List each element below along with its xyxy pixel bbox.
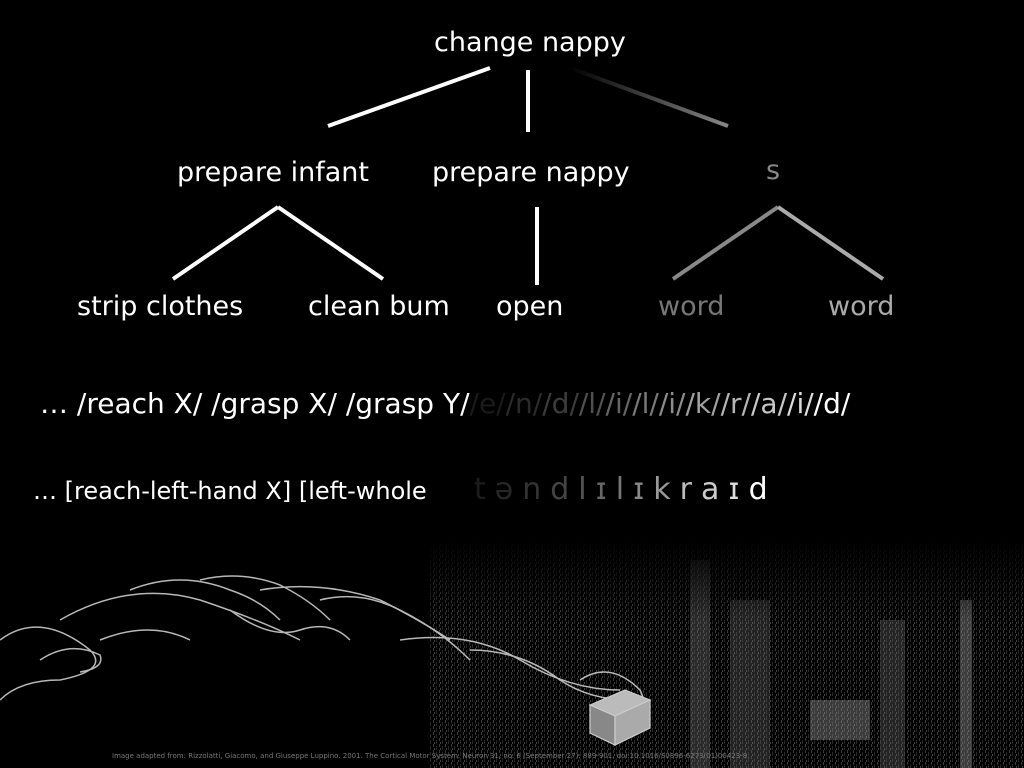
segment: d <box>550 472 570 507</box>
segment: a <box>701 472 720 507</box>
node-s: s <box>766 155 781 186</box>
image-credit: Image adapted from: Rizzolatti, Giacomo,… <box>112 752 750 760</box>
segment: ə <box>494 472 514 507</box>
spectrogram <box>430 540 1024 768</box>
node-word-2: word <box>828 291 895 322</box>
segment: t <box>474 472 486 507</box>
segment: l <box>615 472 625 507</box>
phoneme: /l/ <box>632 387 659 420</box>
segment: r <box>679 472 693 507</box>
edge-s-to-word1 <box>671 205 780 281</box>
phoneme: /i/ <box>605 387 633 420</box>
action-sequence-line: … /reach X/ /grasp X/ /grasp Y//e//n//d/… <box>40 387 850 420</box>
node-change-nappy: change nappy <box>434 27 626 58</box>
segment: l <box>578 472 587 507</box>
phoneme: /r/ <box>720 387 751 420</box>
node-open: open <box>496 291 564 322</box>
box-icon <box>588 689 652 746</box>
edge-s-to-word2 <box>776 205 885 281</box>
phoneme-sequence: /e//n//d//l//i//l//i//k//r//a//i//d/ <box>470 387 851 420</box>
edge-infant-to-strip <box>171 205 280 281</box>
segment: k <box>653 472 671 507</box>
segment: n <box>522 472 542 507</box>
phoneme: /e/ <box>469 387 506 420</box>
phoneme: /n/ <box>505 387 543 420</box>
node-prepare-nappy: prepare nappy <box>432 157 630 188</box>
segment: ɪ <box>595 472 607 507</box>
edge-root-to-s <box>569 66 729 128</box>
segment: d <box>748 472 768 507</box>
phoneme: /k/ <box>685 387 721 420</box>
segment: ɪ <box>633 472 645 507</box>
node-strip-clothes: strip clothes <box>77 291 244 322</box>
segment: ɪ <box>728 472 740 507</box>
edge-infant-to-clean <box>276 205 385 281</box>
phoneme: /l/ <box>578 387 606 420</box>
edge-root-to-prepare-infant <box>327 66 491 128</box>
phoneme: /d/ <box>542 387 579 420</box>
node-word-1: word <box>658 291 725 322</box>
phoneme: /a/ <box>750 387 788 420</box>
motor-sequence-line: … [reach-left-hand X] [left-whole <box>33 477 427 505</box>
motor-sequence-prefix: … [reach-left-hand X] [left-whole <box>33 477 427 505</box>
node-clean-bum: clean bum <box>308 291 450 322</box>
phoneme: /d/ <box>813 387 851 420</box>
node-prepare-infant: prepare infant <box>177 157 370 188</box>
phoneme: /i/ <box>658 387 686 420</box>
action-sequence-prefix: … /reach X/ /grasp X/ /grasp Y/ <box>40 387 470 420</box>
phoneme: /i/ <box>787 387 814 420</box>
